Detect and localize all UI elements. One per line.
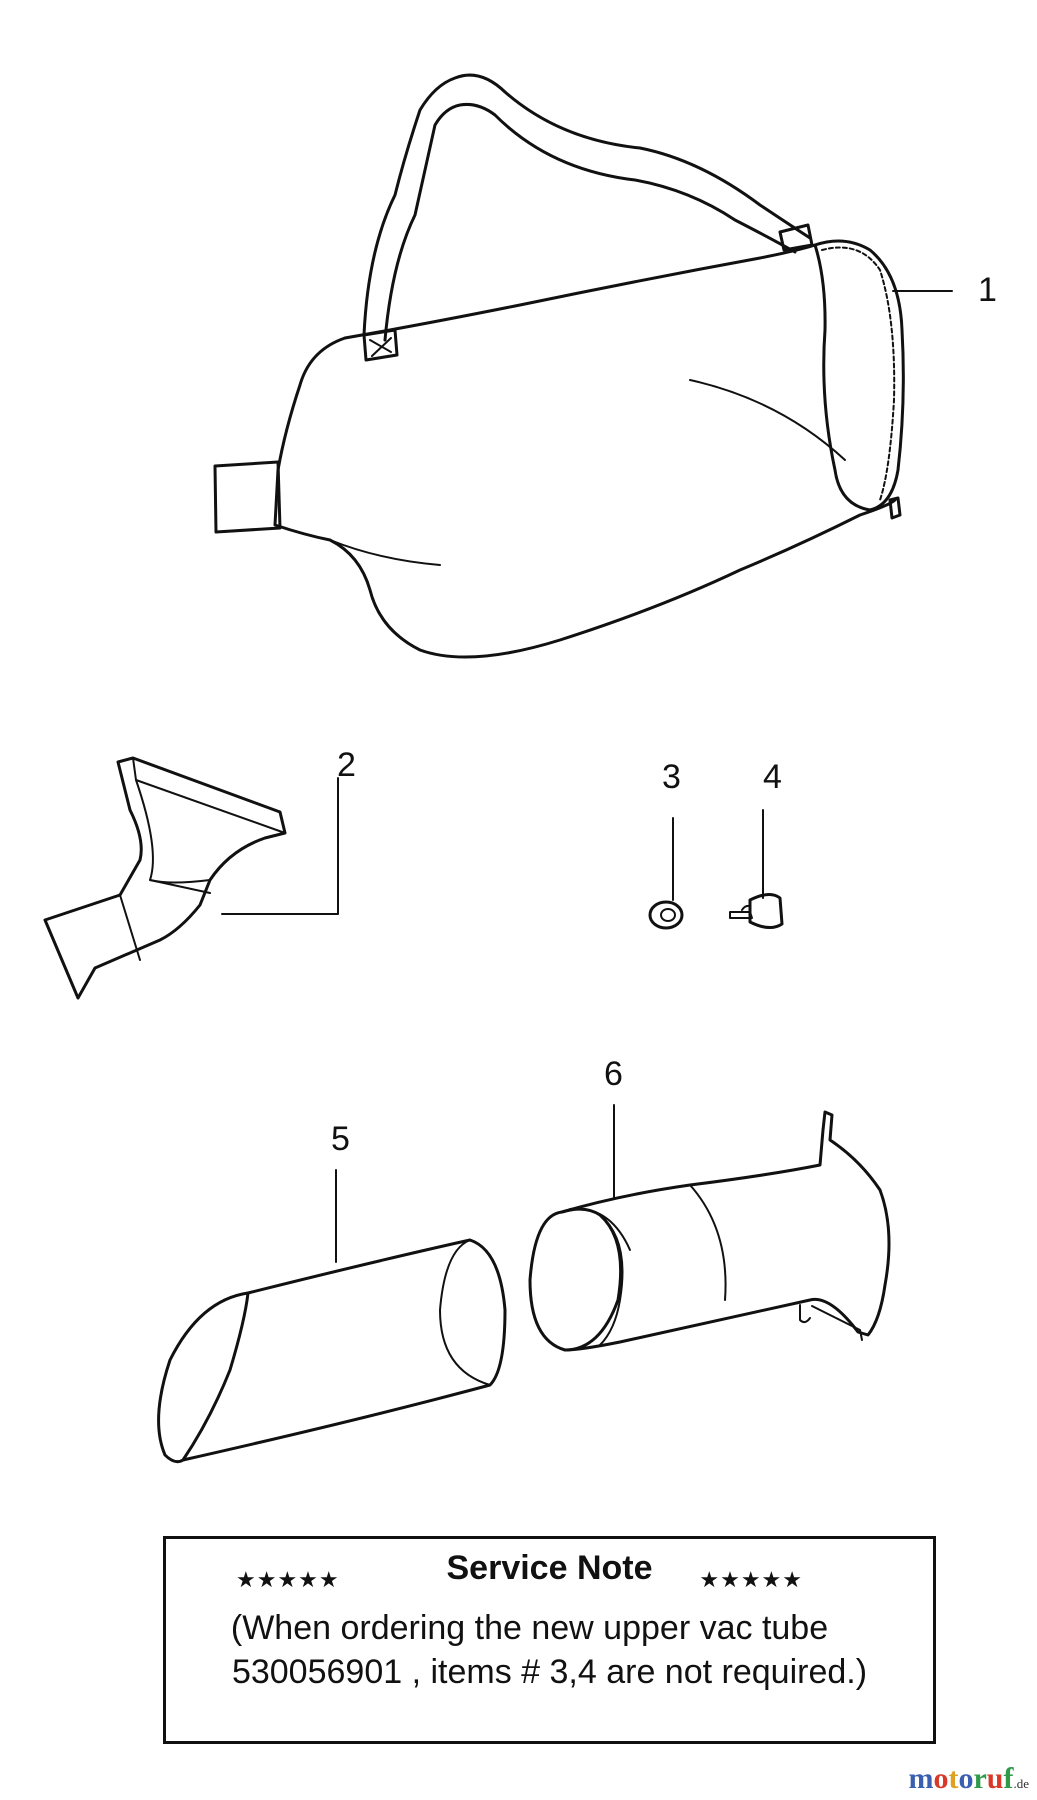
upper-vac-tube-part-6 bbox=[528, 1110, 891, 1352]
nozzle-adapter-part-2 bbox=[43, 756, 287, 1000]
stars-right-decoration: ★★★★★ bbox=[699, 1567, 803, 1592]
callout-label-3: 3 bbox=[662, 758, 681, 796]
watermark-letter: f bbox=[1003, 1762, 1014, 1795]
service-note-line-1: (When ordering the new upper vac tube bbox=[230, 1609, 829, 1647]
watermark-letter: u bbox=[986, 1762, 1004, 1795]
watermark-letter: r bbox=[973, 1762, 987, 1795]
motoruf-watermark: motoruf.de bbox=[908, 1762, 1029, 1796]
lower-vac-tube-part-5 bbox=[157, 1238, 507, 1464]
callout-label-1: 1 bbox=[978, 271, 997, 309]
washer-part-3 bbox=[648, 900, 684, 930]
service-note-title: Service Note bbox=[446, 1549, 653, 1587]
watermark-letters: motoruf bbox=[908, 1762, 1013, 1795]
callout-label-6: 6 bbox=[604, 1055, 623, 1093]
collection-bag-part-1 bbox=[213, 73, 905, 659]
watermark-letter: t bbox=[948, 1762, 959, 1795]
knob-screw-part-4 bbox=[729, 893, 784, 929]
leader-line-2 bbox=[221, 777, 339, 915]
callout-label-4: 4 bbox=[763, 758, 782, 796]
callout-label-5: 5 bbox=[331, 1120, 350, 1158]
watermark-suffix: .de bbox=[1013, 1776, 1029, 1791]
service-note-line-2: 530056901 , items # 3,4 are not required… bbox=[231, 1653, 868, 1691]
watermark-letter: o bbox=[958, 1762, 974, 1795]
watermark-letter: m bbox=[908, 1762, 934, 1795]
stars-left-decoration: ★★★★★ bbox=[236, 1567, 340, 1592]
callout-label-2: 2 bbox=[337, 746, 356, 784]
watermark-letter: o bbox=[933, 1762, 949, 1795]
service-note-box: ★★★★★ Service Note ★★★★★ (When ordering … bbox=[163, 1536, 936, 1744]
